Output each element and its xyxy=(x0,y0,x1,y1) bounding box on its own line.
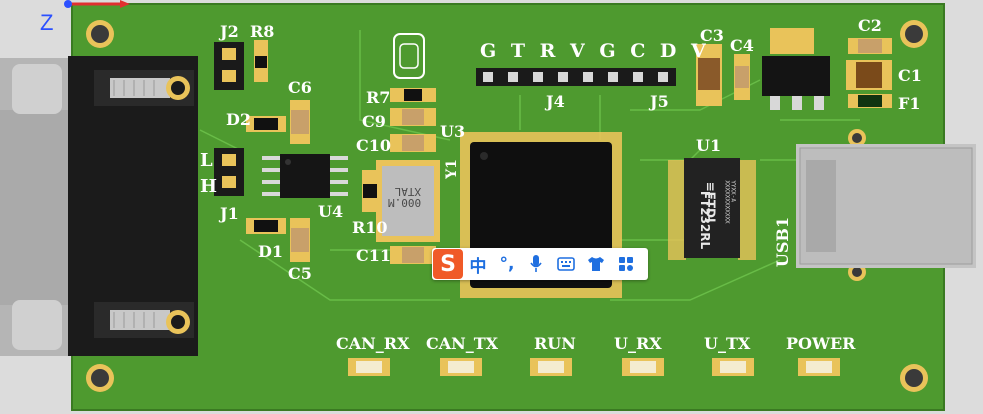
ime-mode-toggle[interactable]: 中 xyxy=(463,248,493,280)
label-c10: C10 xyxy=(356,136,391,155)
r10-resistor xyxy=(362,170,378,212)
ime-voice-button[interactable] xyxy=(521,248,551,280)
axis-gizmo xyxy=(64,0,130,8)
microphone-icon xyxy=(530,255,542,272)
label-j1: J1 xyxy=(220,204,239,223)
label-u3: U3 xyxy=(440,122,466,141)
label-y1: Y1 xyxy=(443,159,460,179)
voltage-regulator xyxy=(762,28,830,110)
y1-crystal xyxy=(376,160,440,242)
crystal-marking: 000.M XTAL xyxy=(388,185,422,209)
d1-diode xyxy=(246,218,286,234)
led-can-tx xyxy=(440,358,482,376)
label-c6: C6 xyxy=(288,78,312,97)
axis-z-label: Z xyxy=(40,10,54,35)
keyboard-icon xyxy=(557,257,575,271)
led-label-power: POWER xyxy=(786,334,856,353)
ime-mode-label: 中 xyxy=(469,256,487,277)
j1-header xyxy=(214,148,244,196)
ime-logo-button[interactable]: S xyxy=(433,249,463,279)
led-label-can-rx: CAN_RX xyxy=(336,334,410,353)
led-label-run: RUN xyxy=(534,334,576,353)
shirt-icon xyxy=(588,257,604,271)
c6-capacitor xyxy=(290,100,310,144)
label-c3: C3 xyxy=(700,26,724,45)
label-l: L xyxy=(200,150,213,171)
label-c1: C1 xyxy=(898,66,922,85)
c4-capacitor xyxy=(734,54,750,100)
db9-connector xyxy=(0,56,198,356)
r8-resistor xyxy=(254,40,268,82)
d2-diode xyxy=(246,116,286,132)
f1-fuse xyxy=(848,94,892,108)
ime-skin-button[interactable] xyxy=(581,248,611,280)
c3-capacitor xyxy=(696,44,722,106)
c11-capacitor xyxy=(390,246,436,264)
label-d1: D1 xyxy=(258,242,284,261)
label-c4: C4 xyxy=(730,36,754,55)
label-c5: C5 xyxy=(288,264,312,283)
led-label-u-tx: U_TX xyxy=(704,334,751,353)
label-j2: J2 xyxy=(220,22,239,41)
led-u-rx xyxy=(622,358,664,376)
c10-capacitor xyxy=(390,134,436,152)
label-j4: J4 xyxy=(546,92,565,111)
led-label-can-tx: CAN_TX xyxy=(426,334,499,353)
label-h: H xyxy=(200,176,218,197)
label-c2: C2 xyxy=(858,16,882,35)
label-r8: R8 xyxy=(250,22,275,41)
ime-punctuation-toggle[interactable]: °, xyxy=(493,248,521,280)
ftdi-date-code: YYXX-A XXXXXXXXXXXX xyxy=(723,180,737,224)
ftdi-part-number: FT232RL xyxy=(698,190,713,250)
ime-toolbar[interactable]: S 中 °, xyxy=(432,248,648,280)
label-u4: U4 xyxy=(318,202,344,221)
c2-capacitor xyxy=(848,38,892,54)
led-run xyxy=(530,358,572,376)
u1-ft232rl xyxy=(668,158,756,260)
pin-header-j4-j5 xyxy=(476,68,676,86)
label-f1: F1 xyxy=(898,94,921,113)
label-header-pins: G T R V G C D V xyxy=(480,40,710,62)
led-label-u-rx: U_RX xyxy=(614,334,662,353)
led-u-tx xyxy=(712,358,754,376)
label-r7: R7 xyxy=(366,88,391,107)
r7-resistor xyxy=(390,88,436,102)
label-usb1: USB1 xyxy=(773,216,793,268)
label-u1: U1 xyxy=(696,136,722,155)
ime-keyboard-button[interactable] xyxy=(551,248,581,280)
grid-menu-icon xyxy=(619,257,633,271)
u4-chip xyxy=(262,154,348,198)
c9-capacitor xyxy=(390,108,436,126)
reset-button-footprint xyxy=(393,33,425,79)
label-c11: C11 xyxy=(356,246,391,265)
led-can-rx xyxy=(348,358,390,376)
c5-capacitor xyxy=(290,218,310,262)
led-row xyxy=(348,358,840,376)
ime-logo-glyph: S xyxy=(440,251,456,277)
led-power xyxy=(798,358,840,376)
label-d2: D2 xyxy=(226,110,252,129)
ime-menu-button[interactable] xyxy=(611,248,641,280)
usb-b-connector xyxy=(796,144,976,268)
c1-capacitor xyxy=(846,60,892,90)
label-j5: J5 xyxy=(650,92,669,111)
label-c9: C9 xyxy=(362,112,386,131)
mounting-holes xyxy=(86,20,928,392)
ime-punct-label: °, xyxy=(499,254,515,274)
j2-header xyxy=(214,42,244,90)
label-r10: R10 xyxy=(352,218,388,237)
